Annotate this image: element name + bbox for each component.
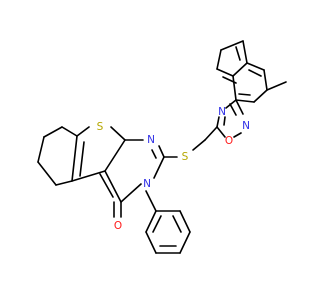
bond xyxy=(253,89,268,103)
bond xyxy=(179,210,191,233)
bond xyxy=(235,99,255,103)
bond xyxy=(79,141,85,177)
bond xyxy=(179,231,191,254)
thioether-linker xyxy=(163,126,218,158)
bond xyxy=(204,126,218,141)
bond xyxy=(153,156,165,179)
tolyl-ring xyxy=(216,40,287,103)
bond xyxy=(71,170,106,182)
bond xyxy=(216,68,234,77)
bond xyxy=(104,139,126,172)
bond xyxy=(235,46,241,61)
bond xyxy=(220,40,244,51)
pyrimidinone-ring xyxy=(99,139,165,218)
bond xyxy=(110,126,126,141)
bond xyxy=(145,210,157,233)
bond xyxy=(263,69,268,91)
bond xyxy=(71,135,78,182)
bond xyxy=(266,81,287,91)
molecule-diagram: S N S N O N O N xyxy=(37,40,287,254)
bond xyxy=(223,116,226,126)
bond xyxy=(192,139,206,151)
bond xyxy=(55,180,73,186)
bond xyxy=(225,99,237,109)
thiophene-ring xyxy=(71,126,126,182)
bond xyxy=(248,69,262,77)
structure-svg: S N S N O N O N xyxy=(37,40,287,254)
atom-oxygen-oxadiazole: O xyxy=(225,135,233,147)
bond xyxy=(99,173,114,198)
bond xyxy=(104,170,122,203)
cyclohexane-ring xyxy=(37,126,78,186)
bond xyxy=(152,215,162,233)
bond xyxy=(229,103,237,116)
bond xyxy=(232,75,237,101)
bond xyxy=(242,40,248,64)
bond xyxy=(216,126,226,138)
bond xyxy=(172,215,182,233)
atom-nitrogen-oxadiazole-right: N xyxy=(242,120,250,132)
bond xyxy=(232,62,248,77)
bond xyxy=(61,126,78,137)
bond xyxy=(37,136,45,163)
bond xyxy=(120,183,142,203)
atom-sulfur-thioether: S xyxy=(182,151,189,163)
bond xyxy=(246,62,265,71)
atom-sulfur-thiophene: S xyxy=(97,121,104,133)
bond xyxy=(238,93,251,96)
atom-nitrogen-pyrimidine: N xyxy=(147,134,155,146)
bond xyxy=(43,126,63,138)
bond xyxy=(158,145,165,158)
atom-oxygen-carbonyl: O xyxy=(114,220,122,232)
bond xyxy=(233,132,242,138)
bond xyxy=(216,49,222,70)
bond xyxy=(222,76,237,84)
bond xyxy=(37,161,57,186)
bond xyxy=(235,99,244,115)
oxadiazole-ring xyxy=(216,99,244,138)
phenyl-ring xyxy=(145,190,191,254)
bond xyxy=(145,231,157,254)
bond xyxy=(76,126,90,137)
atom-nitrogen-n3: N xyxy=(143,178,151,190)
atom-nitrogen-oxadiazole-top: N xyxy=(218,106,226,118)
bond xyxy=(216,116,220,128)
bond xyxy=(151,149,157,159)
atom-labels: S N S N O N O N xyxy=(97,106,250,232)
bond xyxy=(145,190,157,212)
